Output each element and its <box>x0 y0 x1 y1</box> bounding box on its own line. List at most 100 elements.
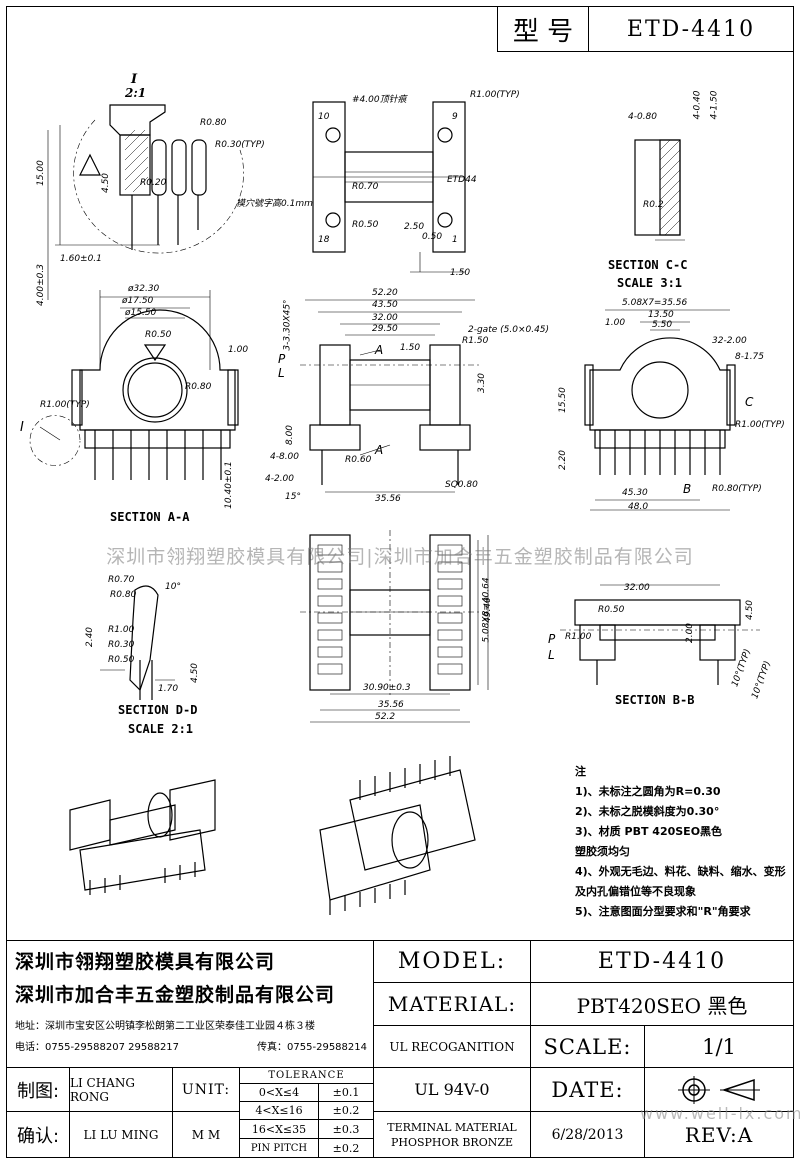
watermark: 深圳市翎翔塑胶模具有限公司|深圳市加合丰五金塑胶制品有限公司 <box>106 546 694 568</box>
isometric-view-right <box>319 756 476 915</box>
revision: REV:A <box>644 1111 794 1158</box>
dim-right-r080: R0.80(TYP) <box>712 484 762 494</box>
note-4: 4)、外观无毛边、料花、缺料、缩水、变形 <box>575 865 786 878</box>
tol-val-4: ±0.2 <box>318 1138 374 1158</box>
dim-top-pin: #4.00顶针痕 <box>352 95 407 105</box>
dim-mid-4200: 4-2.00 <box>265 474 295 484</box>
dim-dd-r100: R1.00 <box>108 625 135 635</box>
note-3b: 塑胶须均匀 <box>575 845 630 858</box>
check-label: 确认: <box>6 1111 70 1158</box>
dim-right-4800: 48.0 <box>628 502 649 512</box>
dim-mid-4350: 43.50 <box>372 300 398 310</box>
dim-aa-100: 1.00 <box>228 345 249 355</box>
terminal-line-1: TERMINAL MATERIAL <box>387 1120 517 1134</box>
dim-cc-r02: R0.2 <box>643 200 664 210</box>
header-model-value: ETD-4410 <box>588 6 794 52</box>
material-value: PBT420SEO 黑色 <box>530 982 794 1026</box>
pin-number-1: 1 <box>452 235 458 245</box>
notes-title: 注 <box>575 765 586 778</box>
dim-aa-r080: R0.80 <box>185 382 212 392</box>
tol-val-2: ±0.2 <box>318 1101 374 1120</box>
dim-cc-150: 4-1.50 <box>709 90 720 120</box>
dim-aa-400: 4.00±0.3 <box>35 264 46 306</box>
scale-value: 1/1 <box>644 1025 794 1068</box>
detail-i-label: I <box>131 72 138 87</box>
section-dd-view <box>100 585 175 700</box>
parting-line-p: P <box>278 352 286 366</box>
dim-dd-r030: R0.30 <box>108 640 135 650</box>
dim-right-220: 2.20 <box>558 449 569 471</box>
dim-bot-5220: 52.2 <box>375 712 396 722</box>
pin-number-18: 18 <box>318 235 330 245</box>
tol-val-1: ±0.1 <box>318 1083 374 1102</box>
dim-mid-5220: 52.20 <box>372 288 398 298</box>
parting-line-l: L <box>278 366 285 380</box>
terminal-material: TERMINAL MATERIAL PHOSPHOR BRONZE <box>373 1111 531 1158</box>
dim-bb-r100: R1.00 <box>565 632 592 642</box>
dim-aa-r050: R0.50 <box>145 330 172 340</box>
dim-top-note: 模穴號字高0.1mm <box>236 199 313 209</box>
dim-bot-3556: 35.56 <box>378 700 404 710</box>
dim-right-r1: R1.00(TYP) <box>735 420 785 430</box>
dim-top-150: 1.50 <box>450 268 471 278</box>
note-4b: 及内孔偏错位等不良现象 <box>575 885 696 898</box>
note-5: 5)、注意图面分型要求和"R"角要求 <box>575 905 751 918</box>
top-view <box>312 101 466 273</box>
dim-mid-800: 8.00 <box>285 424 296 446</box>
unit-label: UNIT: <box>172 1067 240 1112</box>
dim-bb-3200: 32.00 <box>624 583 650 593</box>
company-phone: 电话：0755-29588207 29588217 <box>15 1042 180 1053</box>
isometric-view-left <box>69 779 216 895</box>
dim-dd-450: 4.50 <box>190 662 201 684</box>
dim-right-1350: 13.50 <box>648 310 674 320</box>
tolerance-title: TOLERANCE <box>239 1067 374 1084</box>
dim-right-550: 5.50 <box>652 320 673 330</box>
dim-right-100: 1.00 <box>605 318 626 328</box>
tol-range-4: PIN PITCH <box>239 1138 319 1158</box>
section-aa-view <box>29 290 239 480</box>
dim-dd-r070: R0.70 <box>108 575 135 585</box>
date-value: 6/28/2013 <box>530 1111 645 1158</box>
dim-aa-1750: ø17.50 <box>122 296 154 306</box>
section-cc-scale: SCALE 3:1 <box>617 276 683 290</box>
dim-i-r080: R0.80 <box>200 118 227 128</box>
dim-mid-chamfer: 3-3.30X45° <box>282 299 293 351</box>
ul-value: UL 94V-0 <box>373 1067 531 1112</box>
dim-top-etd: ETD44 <box>447 175 477 185</box>
dim-aa-1550: ø15.50 <box>125 308 157 318</box>
date-label: DATE: <box>530 1067 645 1112</box>
company-contact: 电话：0755-29588207 29588217 传真：0755-295882… <box>15 1038 367 1053</box>
dim-dd-r050: R0.50 <box>108 655 135 665</box>
company-fax: 传真：0755-29588214 <box>257 1042 367 1053</box>
dim-right-4530: 45.30 <box>622 488 648 498</box>
dim-top-r070: R0.70 <box>352 182 379 192</box>
note-3: 3)、材质 PBT 420SEO黑色 <box>575 825 723 838</box>
company-name-2: 深圳市加合丰五金塑胶制品有限公司 <box>15 984 336 1006</box>
model-value: ETD-4410 <box>530 940 794 983</box>
tol-range-2: 4<X≤16 <box>239 1101 319 1120</box>
section-arrow-b: B <box>683 482 692 496</box>
dim-cc-040: 4-0.40 <box>692 90 703 120</box>
section-bb-title: SECTION B-B <box>615 693 695 707</box>
tol-range-1: 0<X≤4 <box>239 1083 319 1102</box>
dim-top-r050: R0.50 <box>352 220 379 230</box>
dim-dd-240: 2.40 <box>85 626 96 648</box>
dim-right-508: 5.08X7=35.56 <box>622 298 688 308</box>
company-name-1: 深圳市翎翔塑胶模具有限公司 <box>15 951 276 973</box>
section-arrow-c: C <box>745 395 754 409</box>
drawn-label: 制图: <box>6 1067 70 1112</box>
dim-mid-gate: 2-gate (5.0×0.45) <box>468 325 550 335</box>
dim-bot-3090: 30.90±0.3 <box>363 683 411 693</box>
dim-i-160: 1.60±0.1 <box>60 254 102 264</box>
model-label: MODEL: <box>373 940 531 983</box>
dim-bb-450: 4.50 <box>745 599 756 621</box>
section-dd-scale: SCALE 2:1 <box>128 722 194 736</box>
drawn-value: LI CHANG RONG <box>69 1067 173 1112</box>
front-view <box>300 299 480 493</box>
dim-dd-10: 10° <box>165 582 181 592</box>
dim-aa-3230: ø32.30 <box>128 284 160 294</box>
header-model-label-text: 型 号 <box>512 16 574 47</box>
scale-label: SCALE: <box>530 1025 645 1068</box>
dim-dd-r080: R0.80 <box>110 590 137 600</box>
dim-right-8: 8-1.75 <box>735 352 765 362</box>
